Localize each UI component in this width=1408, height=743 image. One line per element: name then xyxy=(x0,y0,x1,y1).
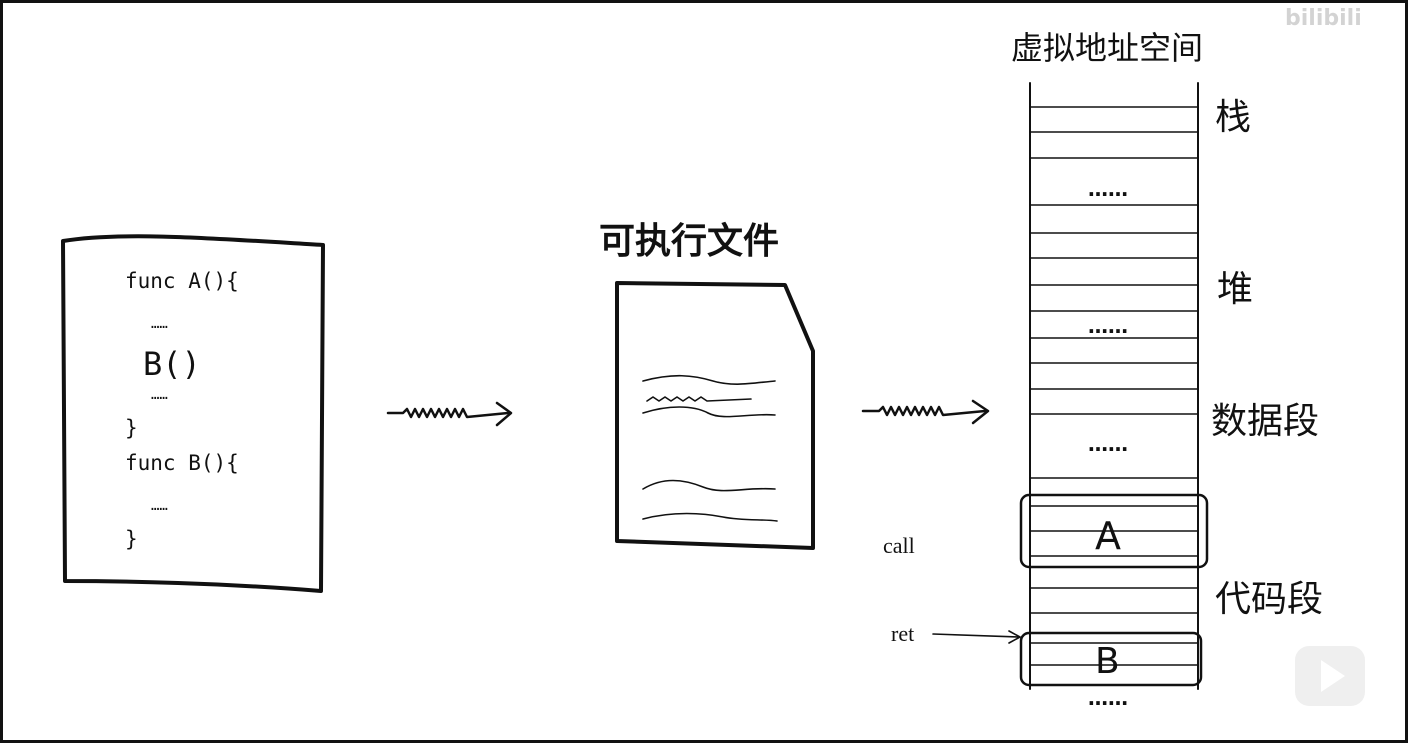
frame-b-box xyxy=(1019,631,1203,687)
compile-arrow xyxy=(386,401,513,427)
code-line-8: } xyxy=(125,527,138,551)
source-code-page: func A(){ …… B() …… } func B(){ …… } xyxy=(61,234,325,593)
play-triangle-icon xyxy=(1321,660,1345,692)
watermark-text: bilibili xyxy=(1285,6,1362,31)
source-page-outline xyxy=(61,234,325,593)
ret-arrow-head-icon xyxy=(1008,630,1021,644)
code-segment-rows xyxy=(1029,477,1199,666)
frame-b-label: B xyxy=(1095,641,1120,682)
load-arrow xyxy=(861,399,990,425)
frame-a-box xyxy=(1019,493,1209,569)
wavy-arrow-shaft xyxy=(386,407,510,419)
code-line-4: …… xyxy=(151,387,168,403)
scribble-line-1 xyxy=(642,374,776,385)
address-space-title: 虚拟地址空间 xyxy=(1011,29,1203,67)
watermark: bilibili xyxy=(1285,6,1365,706)
data-segment-rows xyxy=(1029,337,1199,415)
heap-label: 堆 xyxy=(1217,269,1253,310)
ret-label: ret xyxy=(891,621,914,646)
code-line-2: …… xyxy=(151,316,168,332)
code-line-6: func B(){ xyxy=(125,451,239,475)
diagram-svg: func A(){ …… B() …… } func B(){ …… } 可执行… xyxy=(61,6,1365,710)
stack-label: 栈 xyxy=(1215,97,1251,138)
scribble-line-5 xyxy=(642,512,778,522)
call-label: call xyxy=(883,533,915,558)
code-ellipsis: …… xyxy=(1088,686,1128,710)
ret-pointer-line xyxy=(932,633,1020,638)
virtual-address-space: 虚拟地址空间 …… …… …… xyxy=(883,29,1323,710)
code-line-7: …… xyxy=(151,498,168,514)
scribble-line-2 xyxy=(646,396,752,402)
stack-rows xyxy=(1029,106,1199,206)
data-ellipsis: …… xyxy=(1088,432,1128,456)
data-segment-label: 数据段 xyxy=(1211,401,1319,442)
code-segment-label: 代码段 xyxy=(1215,579,1323,620)
executable-page-outline xyxy=(615,281,815,550)
frame-a-label: A xyxy=(1095,514,1121,558)
arrow-head-icon xyxy=(495,401,513,427)
scribble-line-4 xyxy=(642,479,776,492)
wavy-arrow-shaft xyxy=(861,405,987,417)
executable-file: 可执行文件 xyxy=(599,221,815,550)
tv-play-icon xyxy=(1295,646,1365,706)
code-line-3: B() xyxy=(143,345,201,383)
code-line-5: } xyxy=(125,416,138,440)
stack-ellipsis: …… xyxy=(1088,177,1128,201)
code-line-1: func A(){ xyxy=(125,269,239,293)
heap-rows xyxy=(1029,232,1199,312)
executable-title: 可执行文件 xyxy=(599,221,779,262)
scribble-line-3 xyxy=(642,406,776,418)
arrow-head-icon xyxy=(971,399,990,425)
heap-ellipsis: …… xyxy=(1088,314,1128,338)
